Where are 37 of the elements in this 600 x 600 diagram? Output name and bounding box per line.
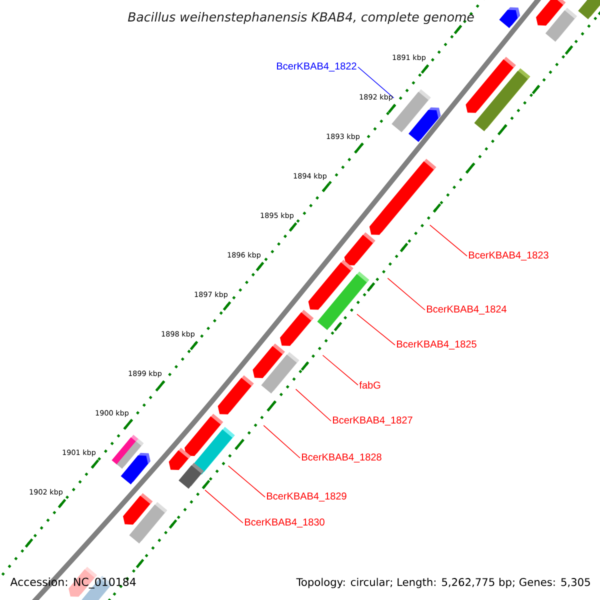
leader-line — [204, 490, 244, 524]
gene-feature — [218, 375, 254, 414]
leader-line — [322, 354, 358, 386]
gene-feature — [545, 8, 578, 42]
gene-feature — [168, 448, 191, 470]
gene-label: BcerKBAB4_1822 — [277, 62, 356, 72]
gene-feature — [129, 502, 168, 544]
accession-text: Accession: NC_010184 — [10, 578, 136, 588]
gene-label: BcerKBAB4_1828 — [302, 454, 382, 462]
gene-feature — [474, 68, 530, 132]
gene-feature — [369, 158, 436, 235]
leader-line — [430, 224, 468, 256]
leader-line — [356, 314, 396, 346]
gene-label: fabG — [359, 381, 380, 389]
leader-line — [387, 278, 426, 310]
gene-feature — [252, 344, 285, 378]
gene-feature — [408, 107, 441, 142]
gene-feature — [578, 0, 600, 20]
gene-feature — [178, 462, 204, 489]
gene-label: BcerKBAB4_1824 — [427, 306, 507, 314]
gene-label: BcerKBAB4_1827 — [333, 416, 412, 426]
leader-line — [263, 425, 300, 458]
gene-feature — [308, 260, 354, 310]
gene-label: BcerKBAB4_1829 — [267, 492, 346, 502]
gene-label: BcerKBAB4_1825 — [397, 340, 476, 350]
gene-label: BcerKBAB4_1830 — [245, 518, 324, 528]
genome-info-text: Topology: circular; Length: 5,262,775 bp; Genes: 5,305 — [296, 578, 590, 588]
gene-feature — [280, 310, 314, 346]
title: Bacillus weihenstephanensis KBAB4, complete genome — [128, 12, 474, 24]
leader-line — [358, 66, 394, 98]
leader-line — [228, 465, 266, 498]
gene-feature — [120, 452, 150, 484]
gene-feature — [344, 232, 376, 266]
gene-label: BcerKBAB4_1823 — [469, 252, 548, 260]
gene-feature — [499, 7, 520, 28]
gene-feature — [184, 414, 224, 456]
leader-line — [295, 388, 332, 422]
